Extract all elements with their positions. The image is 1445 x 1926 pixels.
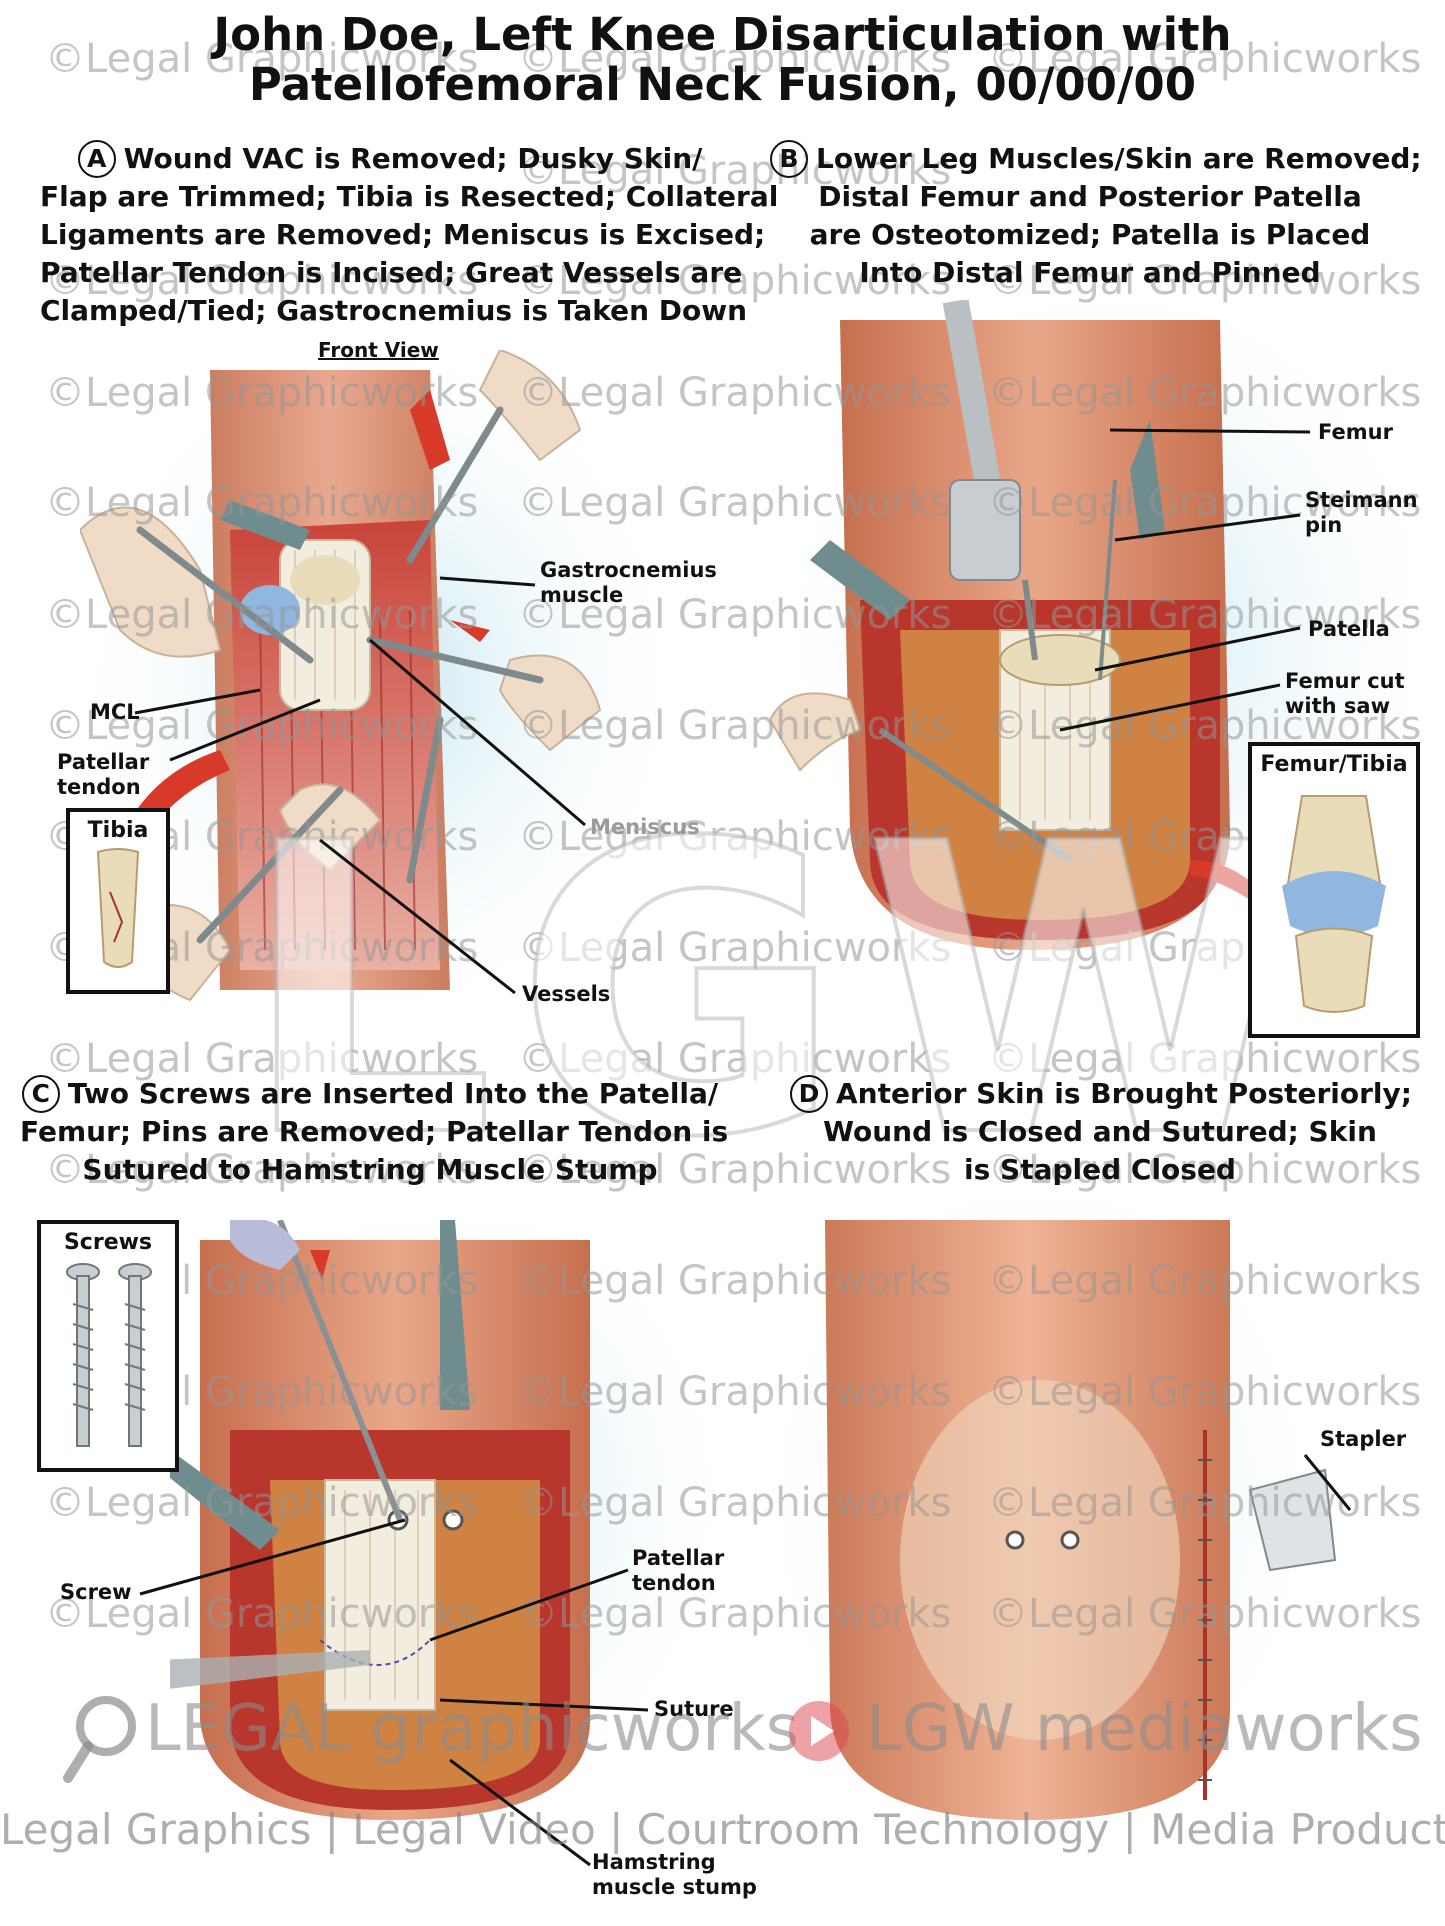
magnifier-logo-icon (63, 1696, 136, 1783)
panel-a-heading-line-2: Flap are Trimmed; Tibia is Resected; Col… (40, 180, 779, 213)
panel-a-vessels-label: Vessels (522, 982, 611, 1006)
tibia-bone-icon (96, 848, 140, 968)
panel-d-stapler-label: Stapler (1320, 1427, 1407, 1451)
panel-b-femur-tibia-inset-title: Femur/Tibia (1260, 752, 1408, 777)
panel-d-letter-badge: D (790, 1075, 828, 1113)
panel-c-patellar-tendon-label: Patellar tendon (632, 1546, 725, 1595)
page-title: John Doe, Left Knee Disarticulation with… (0, 10, 1445, 110)
panel-c-heading-line-1: Two Screws are Inserted Into the Patella… (67, 1077, 719, 1110)
play-logo-icon (789, 1701, 849, 1761)
panel-b-letter-badge: B (770, 140, 808, 178)
panel-c-letter-badge: C (21, 1075, 60, 1113)
panel-d-heading-line-2: Wound is Closed and Sutured; Skin (823, 1115, 1377, 1148)
panel-b-femur-tibia-inset: Femur/Tibia (1248, 742, 1420, 1038)
page-title-line-2: Patellofemoral Neck Fusion, 00/00/00 (248, 58, 1197, 111)
panel-a-heading-line-1: Wound VAC is Removed; Dusky Skin/ (123, 142, 703, 175)
panel-d-heading-line-3: is Stapled Closed (964, 1153, 1236, 1186)
femur-tibia-bone-icon (1282, 795, 1386, 1013)
panel-b-heading-line-1: Lower Leg Muscles/Skin are Removed; (816, 142, 1422, 175)
panel-d-illustration (780, 1200, 1337, 1820)
panel-a-mcl-label: MCL (90, 700, 140, 724)
panel-b-heading-line-4: Into Distal Femur and Pinned (859, 256, 1321, 289)
panel-b-steimann-pin-label: Steimann pin (1305, 488, 1418, 537)
panel-c-heading-line-3: Sutured to Hamstring Muscle Stump (82, 1153, 658, 1186)
panel-a-letter-badge: A (77, 140, 116, 178)
panel-a-illustration (80, 350, 670, 1010)
panel-a-gastrocnemius-label-text: Gastrocnemius muscle (540, 558, 717, 607)
panel-c-screw-label: Screw (60, 1580, 132, 1604)
panel-a-tibia-inset-title: Tibia (87, 818, 149, 843)
panel-a-patellar-tendon-label: Patellar tendon (57, 750, 150, 799)
panel-b-femur-label: Femur (1318, 420, 1393, 444)
panel-c-heading-line-2: Femur; Pins are Removed; Patellar Tendon… (20, 1115, 729, 1148)
panel-b-patella-label: Patella (1308, 617, 1390, 641)
page-title-line-1: John Doe, Left Knee Disarticulation with (213, 8, 1232, 61)
panel-a-heading-line-4: Patellar Tendon is Incised; Great Vessel… (40, 256, 743, 289)
panel-a-gastrocnemius-label: Gastrocnemius muscle (540, 558, 717, 608)
panel-a-heading-line-3: Ligaments are Removed; Meniscus is Excis… (40, 218, 766, 251)
panel-b-heading-line-2: Distal Femur and Posterior Patella (818, 180, 1362, 213)
panel-a-meniscus-label: Meniscus (590, 815, 700, 839)
panel-d-heading-line-1: Anterior Skin is Brought Posteriorly; (836, 1077, 1412, 1110)
screws-icon (66, 1263, 152, 1447)
panel-a-front-view-label: Front View (318, 338, 439, 362)
panel-a-tibia-inset: Tibia (66, 808, 170, 994)
panel-c-suture-label: Suture (654, 1697, 734, 1721)
panel-b-femur-cut-label: Femur cut with saw (1285, 669, 1405, 718)
footer-logo-left: LEGAL graphicworks (145, 1692, 799, 1766)
panel-b-heading-line-3: are Osteotomized; Patella is Placed (809, 218, 1371, 251)
panel-c-screws-inset: Screws (37, 1220, 179, 1472)
panel-a-heading-line-5: Clamped/Tied; Gastrocnemius is Taken Dow… (40, 294, 748, 327)
panel-c-hamstring-label: Hamstring muscle stump (592, 1850, 757, 1899)
panel-c-screws-inset-title: Screws (63, 1230, 153, 1255)
footer-logo-right: LGW mediaworks (866, 1692, 1423, 1766)
footer-tagline: Legal Graphics | Legal Video | Courtroom… (0, 1805, 1445, 1854)
